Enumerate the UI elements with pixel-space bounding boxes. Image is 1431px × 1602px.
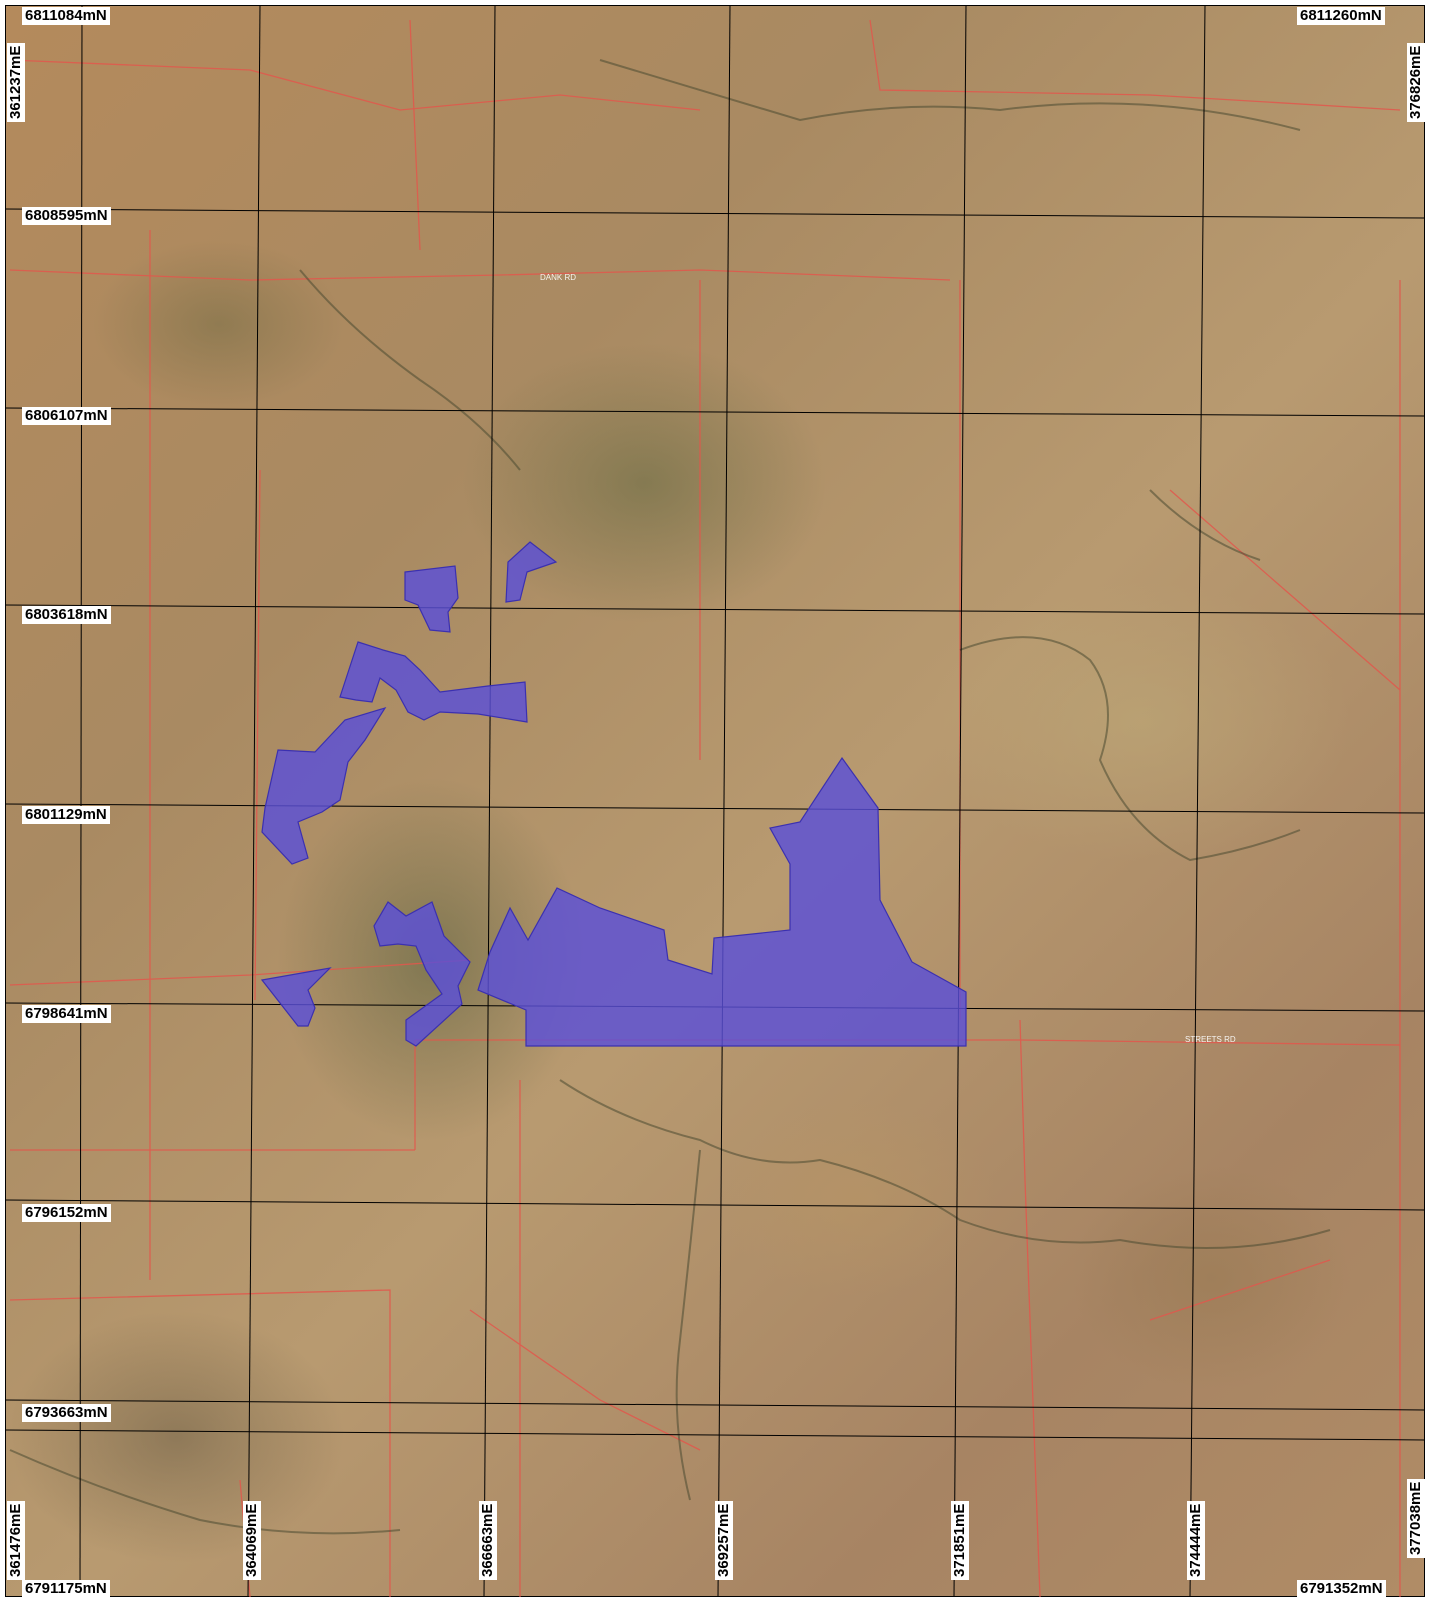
survey-polygon[interactable] (373, 901, 471, 1047)
road-label: DANK RD (540, 273, 576, 282)
easting-label: 374444mE (1187, 1500, 1205, 1580)
northing-label: 6811084mN (22, 7, 110, 25)
easting-label-top-left: 361237mE (7, 42, 25, 122)
easting-label-top-right: 376826mE (1407, 42, 1425, 122)
northing-label: 6806107mN (22, 407, 111, 425)
northing-label: 6793663mN (22, 1404, 111, 1422)
northing-label-top-right: 6811260mN (1297, 7, 1385, 25)
survey-area-polygons[interactable] (260, 541, 967, 1047)
easting-label: 366663mE (479, 1500, 497, 1580)
northing-label: 6808595mN (22, 207, 111, 225)
northing-label: 6798641mN (22, 1005, 111, 1023)
survey-polygon[interactable] (339, 641, 528, 723)
easting-label: 371851mE (951, 1500, 969, 1580)
northing-label: 6796152mN (22, 1204, 111, 1222)
survey-polygon[interactable] (260, 967, 332, 1027)
easting-label: 369257mE (715, 1500, 733, 1580)
northing-label: 6803618mN (22, 606, 111, 624)
easting-label: 361476mE (7, 1500, 25, 1580)
drainage-lines (9, 59, 1331, 1535)
easting-label: 377038mE (1407, 1478, 1425, 1558)
northing-label: 6801129mN (22, 806, 110, 824)
survey-polygon[interactable] (477, 756, 967, 1047)
survey-polygon[interactable] (261, 706, 387, 865)
northing-label-bottom-right: 6791352mN (1297, 1580, 1386, 1598)
northing-label: 6791175mN (22, 1580, 110, 1598)
road-label: STREETS RD (1185, 1035, 1236, 1044)
easting-label: 364069mE (243, 1500, 261, 1580)
coordinate-grid (4, 4, 1426, 1598)
survey-polygon[interactable] (404, 565, 459, 633)
survey-polygon[interactable] (505, 541, 558, 603)
